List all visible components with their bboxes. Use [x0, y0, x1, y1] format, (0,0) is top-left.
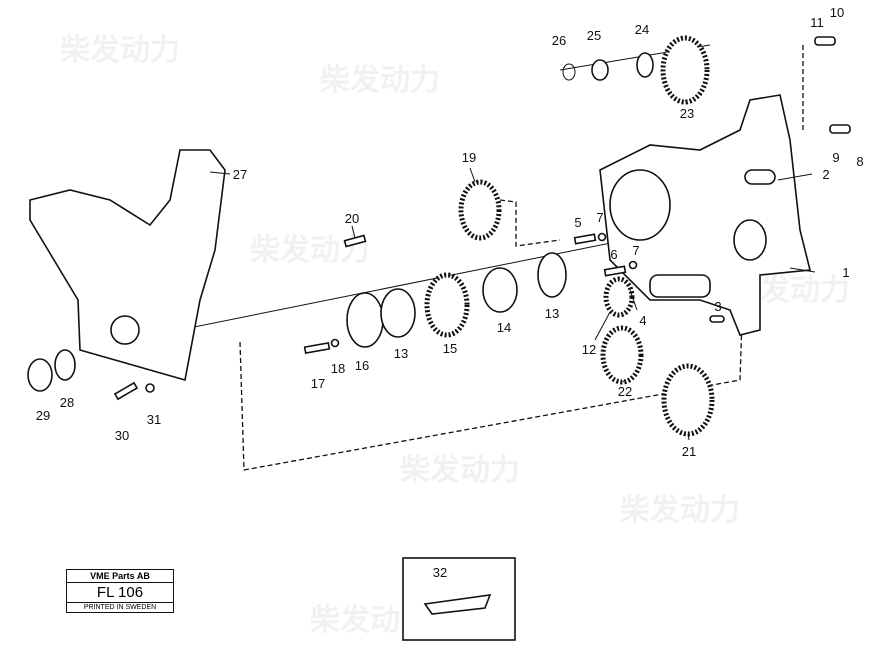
cam-gear	[661, 363, 715, 437]
timing-cover	[29, 149, 226, 382]
washer	[330, 338, 340, 348]
callout-23: 23	[680, 106, 694, 121]
callout-17: 17	[311, 376, 325, 391]
union	[829, 124, 851, 134]
title-block: VME Parts AB FL 106 PRINTED IN SWEDEN	[66, 569, 174, 613]
callout-6: 6	[610, 247, 617, 262]
callout-22: 22	[618, 384, 632, 399]
callout-20: 20	[345, 211, 359, 226]
callout-12: 12	[582, 342, 596, 357]
callout-29: 29	[36, 408, 50, 423]
callout-28: 28	[60, 395, 74, 410]
washer	[145, 383, 155, 393]
callout-8: 8	[856, 154, 863, 169]
callout-27: 27	[233, 167, 247, 182]
seal-bore	[110, 315, 140, 345]
crank-gear	[600, 325, 644, 385]
routing-line	[499, 199, 561, 247]
callout-32: 32	[433, 565, 447, 580]
housing-bore	[609, 169, 671, 241]
printed-note: PRINTED IN SWEDEN	[83, 604, 157, 611]
circlip	[562, 63, 576, 81]
callout-15: 15	[443, 341, 457, 356]
callout-11: 11	[810, 15, 824, 30]
gear	[424, 272, 470, 338]
o-ring	[54, 349, 76, 381]
timing-housing	[599, 94, 812, 336]
hub	[482, 267, 518, 313]
callout-9: 9	[832, 150, 839, 165]
callout-13: 13	[545, 306, 559, 321]
svg-text:柴发动力: 柴发动力	[400, 453, 520, 488]
callout-2: 2	[822, 167, 829, 182]
callout-7: 7	[596, 210, 603, 225]
seal-ring	[27, 358, 53, 392]
plate	[537, 252, 567, 298]
bolt	[603, 265, 627, 277]
bolt	[573, 233, 597, 245]
svg-text:柴发动力: 柴发动力	[60, 33, 180, 68]
routing-line	[239, 319, 743, 471]
callout-5: 5	[574, 215, 581, 230]
washer	[628, 260, 638, 270]
diagram-code: FL 106	[67, 583, 173, 603]
bolt	[303, 342, 331, 354]
svg-text:柴发动力: 柴发动力	[320, 63, 440, 98]
callout-25: 25	[587, 28, 601, 43]
callouts: 1 2 3 4 5 6 7 7 8 9 10 11 12 13 13 14 15…	[36, 5, 864, 580]
idler-gear	[458, 179, 502, 241]
nut	[591, 59, 609, 81]
callout-4: 4	[639, 313, 646, 328]
callout-14: 14	[497, 320, 511, 335]
callout-31: 31	[147, 412, 161, 427]
callout-13: 13	[394, 346, 408, 361]
bolt	[343, 234, 367, 248]
bolt	[113, 381, 139, 401]
callout-16: 16	[355, 358, 369, 373]
oil-pump	[649, 274, 711, 298]
pin	[709, 315, 725, 323]
bushing	[744, 169, 776, 185]
sealant-tube-icon	[423, 594, 492, 615]
plate	[380, 288, 416, 338]
callout-3: 3	[714, 299, 721, 314]
watermarks: 柴发动力 柴发动力 柴发动力 柴发动力 柴发动力 柴发动力 柴发动力	[60, 33, 850, 638]
callout-26: 26	[552, 33, 566, 48]
callout-1: 1	[842, 265, 849, 280]
banjo-bolt	[814, 36, 836, 46]
company-name: VME Parts AB	[67, 570, 173, 583]
callout-24: 24	[635, 22, 649, 37]
plate	[346, 292, 384, 348]
seal	[636, 52, 654, 78]
callout-19: 19	[462, 150, 476, 165]
callout-7: 7	[632, 243, 639, 258]
callout-30: 30	[115, 428, 129, 443]
injection-pump-gear	[660, 35, 710, 105]
callout-10: 10	[830, 5, 844, 20]
washer	[597, 232, 607, 242]
housing-bore	[733, 219, 767, 261]
svg-text:柴发动力: 柴发动力	[620, 493, 740, 528]
callout-21: 21	[682, 444, 696, 459]
leader-lines	[209, 99, 816, 441]
pump-gear	[603, 276, 635, 318]
callout-18: 18	[331, 361, 345, 376]
